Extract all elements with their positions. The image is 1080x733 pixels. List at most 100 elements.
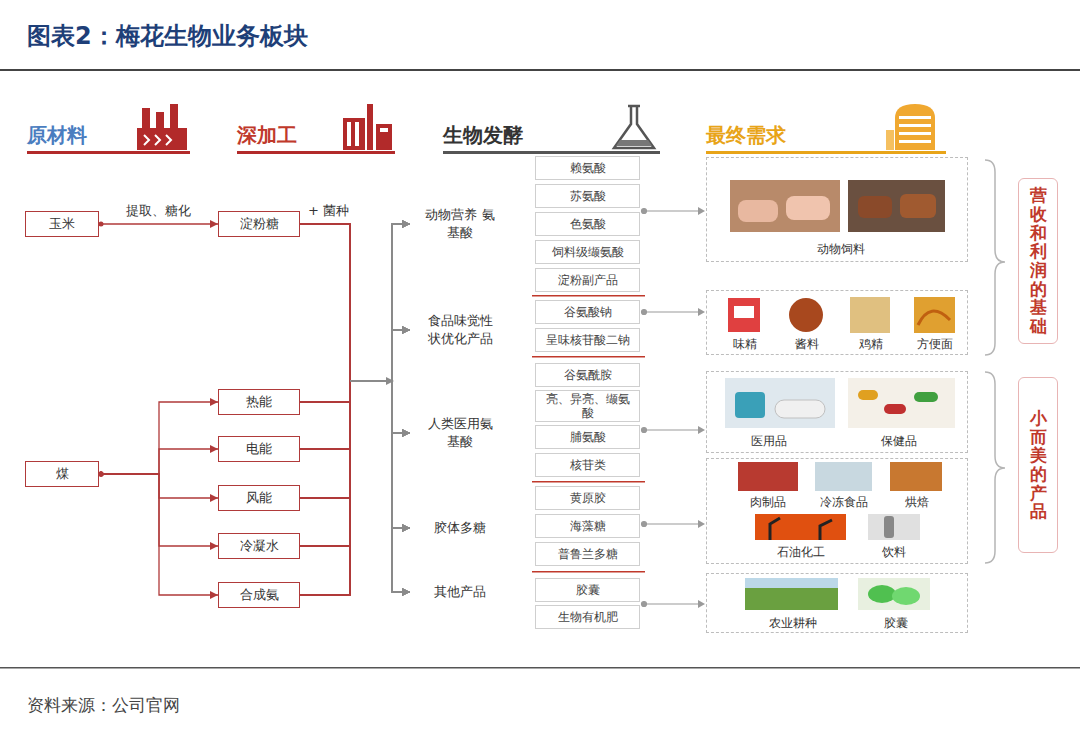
- node-text: 玉米: [49, 216, 75, 232]
- rule-lines: [0, 667, 1080, 669]
- photo-placeholders: [850, 297, 890, 333]
- demand-panel: 味精酱料鸡精方便面: [706, 290, 968, 355]
- category-label-node: 食品味觉性 状优化产品: [410, 310, 510, 350]
- building-icon: [886, 104, 935, 150]
- factory-icon: [156, 112, 164, 130]
- curly-brackets: [985, 372, 1005, 563]
- demand-leader-lines: [642, 207, 706, 608]
- connector: [300, 224, 410, 592]
- connector-line: [350, 381, 410, 433]
- annotation-label: + 菌种: [308, 202, 349, 220]
- caption-text: 医用品: [749, 434, 789, 448]
- photo-placeholders: [868, 585, 896, 603]
- curly-brackets: [985, 160, 1005, 355]
- node-text: 苏氨酸: [570, 189, 606, 203]
- connector: [99, 472, 219, 547]
- connector-line: [350, 381, 410, 433]
- header-underlines: [706, 151, 946, 154]
- node-text: 胶囊: [576, 583, 600, 597]
- summary-tag: 营收和利润的基础: [1018, 178, 1058, 344]
- node-text: 风能: [246, 490, 272, 506]
- node-text: 电能: [246, 441, 272, 457]
- photo-placeholders: [738, 462, 798, 491]
- product-box: 胶囊: [535, 578, 640, 602]
- node-text: 亮、异亮、缬氨 酸: [541, 392, 634, 420]
- connector-line: [300, 224, 350, 381]
- photo-placeholders: [892, 587, 920, 605]
- connector-line: [350, 330, 410, 381]
- connector-line: [350, 330, 410, 381]
- caption-text: 酱料: [793, 337, 821, 351]
- connector-line: [350, 381, 410, 433]
- node-text: 饲料级缬氨酸: [552, 245, 624, 259]
- category-label-node: 人类医用氨 基酸: [410, 413, 510, 453]
- column-header: 最终需求: [706, 122, 786, 149]
- photo-placeholders: [884, 516, 894, 538]
- connector: [300, 330, 410, 546]
- caption-text: 肉制品: [748, 495, 788, 509]
- connector-line: [300, 381, 350, 595]
- connector: [300, 381, 410, 528]
- header-underlines: [27, 151, 190, 154]
- product-box: 谷氨酸钠: [535, 300, 640, 324]
- product-box: 淀粉副产品: [535, 268, 640, 292]
- connector: [99, 472, 219, 596]
- connector: [300, 224, 410, 528]
- connector-line: [99, 223, 218, 224]
- photo-placeholders: [848, 378, 955, 428]
- photo-placeholders: [786, 196, 830, 220]
- connector-line: [350, 381, 410, 528]
- product-box: 谷氨酰胺: [535, 363, 640, 387]
- node-text: 谷氨酸钠: [564, 305, 612, 319]
- connector-line: [300, 381, 350, 449]
- demand-leader-lines: [646, 311, 698, 312]
- connector: [99, 402, 219, 477]
- connector-dot: [99, 472, 104, 477]
- column-header: 生物发酵: [443, 122, 523, 149]
- demand-leader-lines: [698, 520, 705, 528]
- connector-line: [350, 381, 410, 592]
- connector-line: [350, 381, 410, 433]
- connector-line: [350, 381, 410, 592]
- node-text: 其他产品: [434, 583, 486, 601]
- demand-leader-lines: [642, 310, 647, 315]
- demand-leader-lines: [642, 209, 647, 214]
- building-icon: [899, 132, 931, 135]
- node-text: 合成氨: [240, 587, 279, 603]
- connector: [99, 472, 219, 499]
- connector-line: [350, 224, 410, 381]
- photo-placeholders: [868, 514, 920, 540]
- flask-icon: [614, 106, 654, 148]
- process-box: 电能: [218, 436, 300, 462]
- product-box: 海藻糖: [535, 514, 640, 538]
- connector-line: [300, 381, 350, 449]
- connector-line: [350, 381, 410, 528]
- plant-icon: [376, 124, 392, 150]
- connector-dot: [99, 472, 104, 477]
- building-icon: [899, 116, 931, 119]
- connector-line: [350, 224, 410, 381]
- connector-line: [350, 381, 410, 528]
- caption-text: 石油化工: [775, 545, 827, 559]
- connector-line: [350, 381, 410, 433]
- caption-text: 方便面: [915, 337, 955, 351]
- node-text: 小而美的产品: [1030, 409, 1047, 521]
- header-underlines: [237, 151, 395, 154]
- connector: [300, 381, 410, 498]
- connector-line: [300, 381, 350, 498]
- connector-dot: [99, 472, 104, 477]
- factory-icon: [144, 135, 171, 145]
- building-icon: [886, 130, 894, 150]
- caption-text: 动物饲料: [815, 242, 867, 256]
- factory-icon: [142, 108, 150, 130]
- plant-icon: [367, 104, 373, 150]
- connector: [300, 381, 410, 449]
- demand-leader-lines: [698, 600, 705, 608]
- node-text: 海藻糖: [570, 519, 606, 533]
- node-text: 呈味核苷酸二钠: [546, 333, 630, 347]
- caption-text: 农业耕种: [767, 616, 819, 630]
- connector: [300, 224, 410, 433]
- connector-dot: [99, 222, 104, 227]
- connector-line: [300, 381, 350, 402]
- connector: [300, 224, 410, 381]
